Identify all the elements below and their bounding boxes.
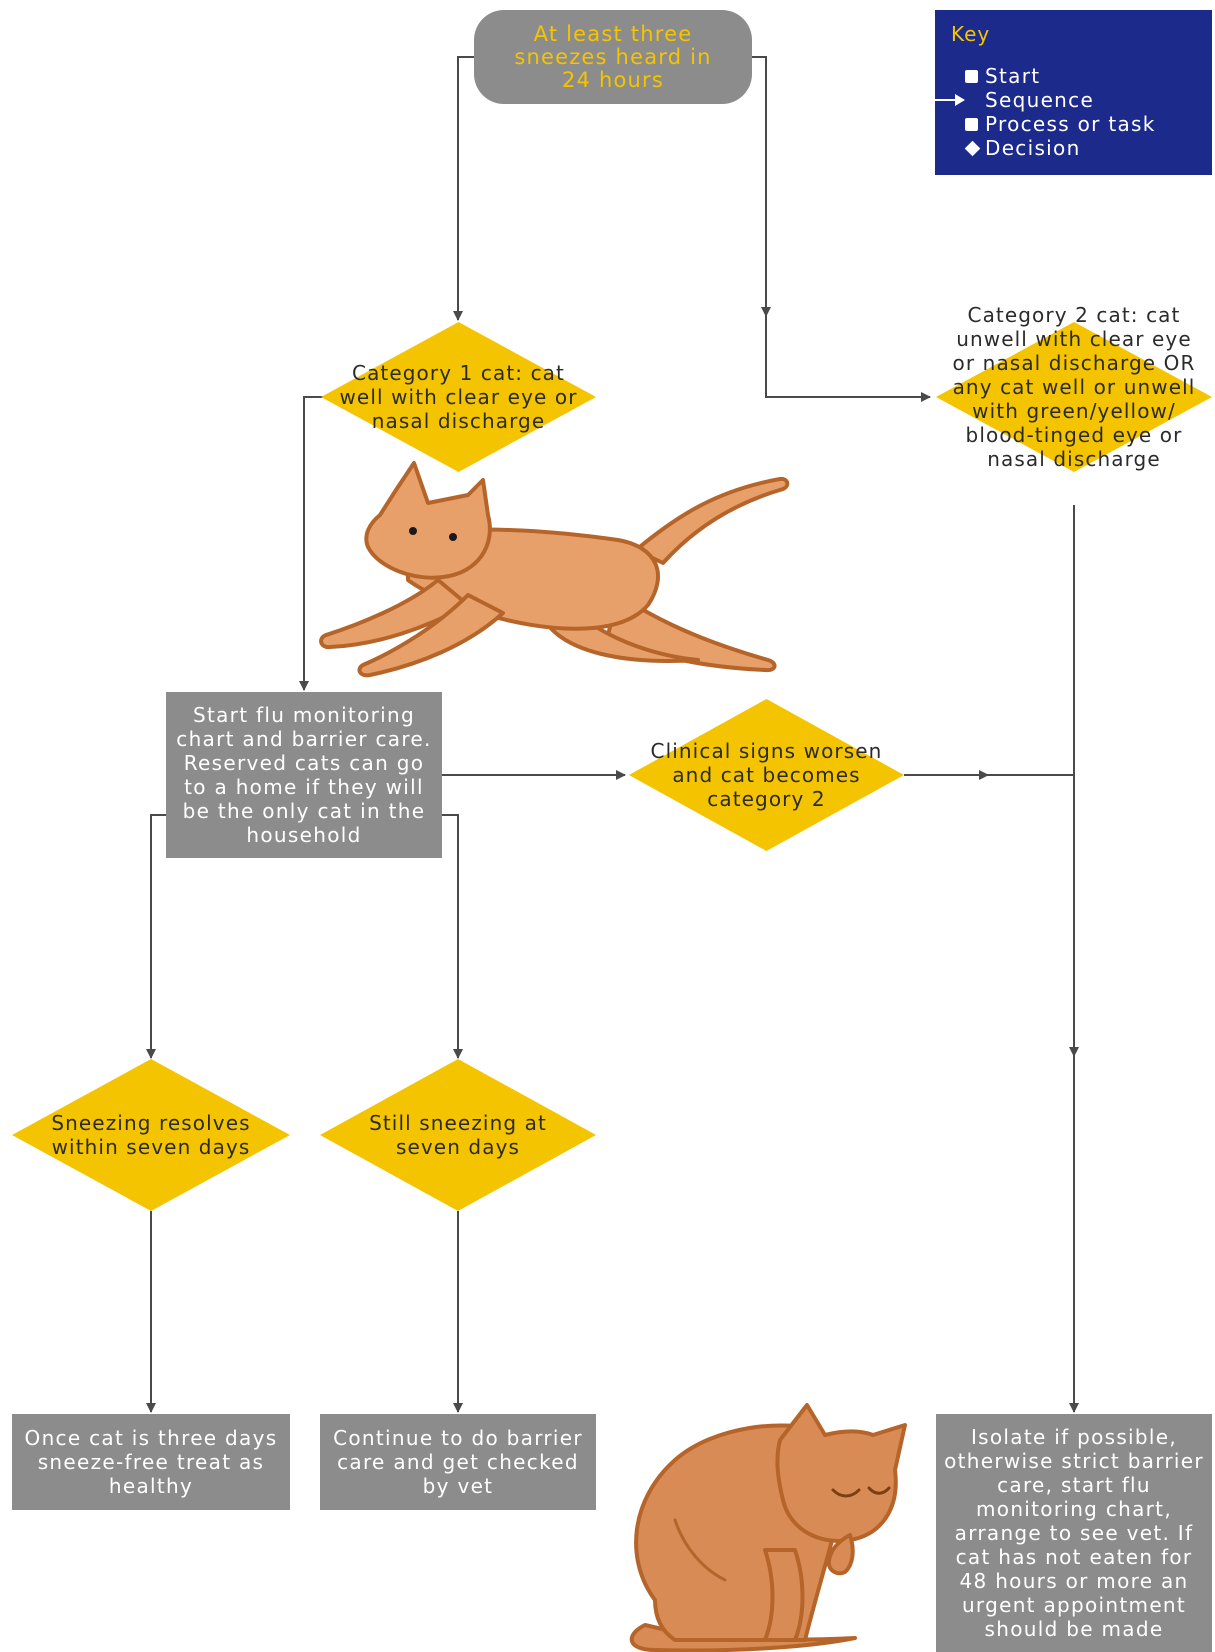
connector-monitoring-to-still [442, 814, 463, 1059]
connector-start-to-category2-turn [765, 320, 931, 402]
decision-resolves-diamond [12, 1059, 290, 1211]
diamond-icon [964, 140, 981, 156]
decision-worsen-text: Clinical signs worsen and cat becomes ca… [650, 739, 883, 811]
process-healthy: Once cat is three days sneeze-free treat… [12, 1414, 290, 1510]
connector-category1-to-monitoring [299, 396, 323, 691]
connector-monitoring-to-resolves [146, 814, 166, 1059]
legend-item-start: Start [951, 64, 1196, 88]
process-isolate: Isolate if possible, otherwise strict ba… [936, 1414, 1212, 1652]
process-barrier-vet-text: Continue to do barrier care and get chec… [333, 1426, 583, 1498]
decision-category2-diamond [936, 322, 1212, 472]
process-monitoring: Start flu monitoring chart and barrier c… [166, 692, 442, 858]
decision-resolves-label: Sneezing resolves within seven days [32, 1110, 270, 1160]
legend-item-label: Start [985, 64, 1041, 88]
start-node: At least three sneezes heard in 24 hours [474, 10, 752, 104]
legend-item-label: Sequence [985, 88, 1095, 112]
decision-category1-text: Category 1 cat: cat well with clear eye … [339, 361, 578, 433]
decision-category2-text: Category 2 cat: cat unwell with clear ey… [952, 303, 1196, 471]
legend-item-label: Process or task [985, 112, 1156, 136]
decision-still-sneezing-label: Still sneezing at seven days [360, 1110, 556, 1160]
square-icon [965, 117, 978, 131]
leaping-cat-illustration [319, 461, 790, 678]
sleeping-cat-illustration [629, 1403, 907, 1652]
decision-worsen-label: Clinical signs worsen and cat becomes ca… [634, 738, 899, 812]
process-isolate-text: Isolate if possible, otherwise strict ba… [944, 1425, 1204, 1641]
decision-category1-diamond [321, 322, 596, 472]
connector-start-to-category1 [453, 56, 474, 321]
start-node-text: At least three sneezes heard in 24 hours [514, 21, 712, 92]
legend-item-label: Decision [985, 136, 1081, 160]
decision-still-sneezing-diamond [320, 1059, 596, 1211]
legend-item-process: Process or task [951, 112, 1196, 136]
legend-title: Key [951, 22, 991, 46]
legend-key: Key Start Sequence Process or task Decis… [935, 10, 1212, 175]
process-healthy-text: Once cat is three days sneeze-free treat… [24, 1426, 278, 1498]
arrow-right-icon [935, 94, 965, 106]
legend-item-decision: Decision [951, 136, 1196, 160]
connector-start-to-category2 [752, 56, 767, 320]
legend-item-sequence: Sequence [935, 88, 1196, 112]
decision-resolves-text: Sneezing resolves within seven days [51, 1111, 251, 1159]
decision-still-sneezing-text: Still sneezing at seven days [369, 1111, 547, 1159]
square-icon [965, 69, 978, 83]
decision-category1-label: Category 1 cat: cat well with clear eye … [336, 347, 581, 447]
decision-worsen-diamond [629, 699, 904, 851]
process-barrier-vet: Continue to do barrier care and get chec… [320, 1414, 596, 1510]
process-monitoring-text: Start flu monitoring chart and barrier c… [176, 703, 432, 847]
decision-category2-label: Category 2 cat: cat unwell with clear ey… [942, 303, 1206, 471]
